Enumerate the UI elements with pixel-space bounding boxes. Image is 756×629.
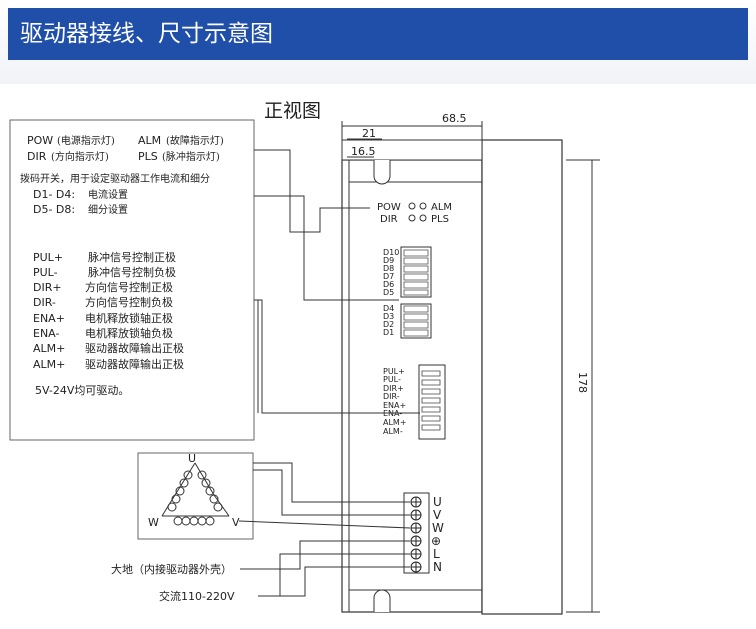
dip-label: D2 <box>383 320 394 329</box>
dim-offset-b: 16.5 <box>351 145 376 158</box>
driver-side <box>481 139 563 615</box>
driver-top-flange <box>341 139 483 161</box>
view-title: 正视图 <box>264 100 321 122</box>
terminal-screws <box>410 496 422 573</box>
title-bar <box>8 8 748 60</box>
legend-d5-d8: D5- D8: <box>33 203 75 216</box>
dim-offset-a: 21 <box>362 127 376 140</box>
signal-desc: 驱动器故障输出正极 <box>85 357 184 371</box>
dip-switch-cells <box>403 249 429 296</box>
wiring-lines <box>238 149 420 597</box>
mount-slot-top <box>373 160 391 185</box>
panel-led-pow: POW <box>377 202 401 213</box>
header-banner: 驱动器接线、尺寸示意图 <box>0 0 756 84</box>
dip-label: D9 <box>383 256 394 265</box>
legend-pls: PLS <box>138 150 158 163</box>
legend-alm-desc: (故障指示灯) <box>166 134 224 147</box>
motor-u-label: U <box>188 452 196 465</box>
led-pow-icon <box>408 202 416 210</box>
dip-label: D1 <box>383 328 394 337</box>
dip-label: D8 <box>383 264 394 273</box>
terminal-label-l: L <box>433 547 440 561</box>
legend-d1-d4-desc: 电流设置 <box>88 188 128 201</box>
panel-signal-label: PUL- <box>383 375 401 384</box>
legend-d1-d4: D1- D4: <box>33 188 75 201</box>
signal-name: ENA+ <box>33 312 65 325</box>
dip-label: D5 <box>383 288 394 297</box>
legend-box <box>9 119 255 441</box>
legend-pow-desc: (电源指示灯) <box>57 134 115 147</box>
panel-signal-label: ENA+ <box>383 401 406 410</box>
legend-d5-d8-desc: 细分设置 <box>88 203 128 216</box>
dip-label: D10 <box>383 248 399 257</box>
legend-dip-intro: 拨码开关，用于设定驱动器工作电流和细分 <box>20 172 210 185</box>
terminal-label-n: N <box>433 560 442 574</box>
mount-slot-bottom <box>373 589 391 612</box>
signal-name: ENA- <box>33 327 59 340</box>
motor-v-label: V <box>232 516 240 529</box>
signal-name: PUL+ <box>33 251 63 264</box>
led-dir-icon <box>408 214 416 222</box>
signal-desc: 电机释放锁轴正极 <box>85 311 173 325</box>
panel-led-pls: PLS <box>431 214 449 225</box>
panel-signal-label: ALM+ <box>383 418 407 427</box>
signal-name: ALM+ <box>33 358 65 371</box>
signal-desc: 电机释放锁轴负极 <box>85 326 173 340</box>
terminal-label-v: V <box>433 508 442 522</box>
dim-height: 178 <box>576 372 589 393</box>
dimension-lines <box>341 121 600 613</box>
terminal-label-ground: ⊕ <box>431 534 441 548</box>
terminal-label-w: W <box>432 521 444 535</box>
panel-led-dir: DIR <box>380 214 398 225</box>
signal-name: ALM+ <box>33 342 65 355</box>
legend-alm: ALM <box>138 134 161 147</box>
signal-desc: 脉冲信号控制负极 <box>88 265 176 279</box>
signal-desc: 驱动器故障输出正极 <box>85 341 184 355</box>
led-pls-icon <box>419 214 427 222</box>
signal-name: DIR- <box>33 296 56 309</box>
legend-pow: POW <box>27 134 53 147</box>
ground-label: 大地（内接驱动器外壳） <box>111 562 232 576</box>
motor-w-label: W <box>148 516 159 529</box>
page-title: 驱动器接线、尺寸示意图 <box>20 21 273 47</box>
voltage-note: 5V-24V均可驱动。 <box>35 384 129 397</box>
signal-desc: 方向信号控制正极 <box>85 280 173 294</box>
panel-signal-label: DIR+ <box>383 384 404 393</box>
panel-signal-label: DIR- <box>383 392 400 401</box>
dip-label: D4 <box>383 304 394 313</box>
legend-pls-desc: (脉冲指示灯) <box>162 150 220 163</box>
legend-dir-desc: (方向指示灯) <box>51 150 109 163</box>
dip-label: D6 <box>383 280 394 289</box>
panel-signal-label: PUL+ <box>383 367 405 376</box>
dim-width: 68.5 <box>442 112 467 125</box>
led-alm-icon <box>419 202 427 210</box>
signal-desc: 方向信号控制负极 <box>85 295 173 309</box>
panel-led-alm: ALM <box>431 202 452 213</box>
signal-name: DIR+ <box>33 281 62 294</box>
motor-coils <box>161 462 230 526</box>
dip-label: D3 <box>383 312 394 321</box>
terminal-label-u: U <box>433 495 442 509</box>
panel-signal-label: ALM- <box>383 427 403 436</box>
signal-terminal-block <box>418 364 446 440</box>
signal-name: PUL- <box>33 266 58 279</box>
dip-label: D7 <box>383 272 394 281</box>
signal-desc: 脉冲信号控制正极 <box>88 250 176 264</box>
legend-dir: DIR <box>27 150 47 163</box>
ac-label: 交流110-220V <box>159 589 235 603</box>
